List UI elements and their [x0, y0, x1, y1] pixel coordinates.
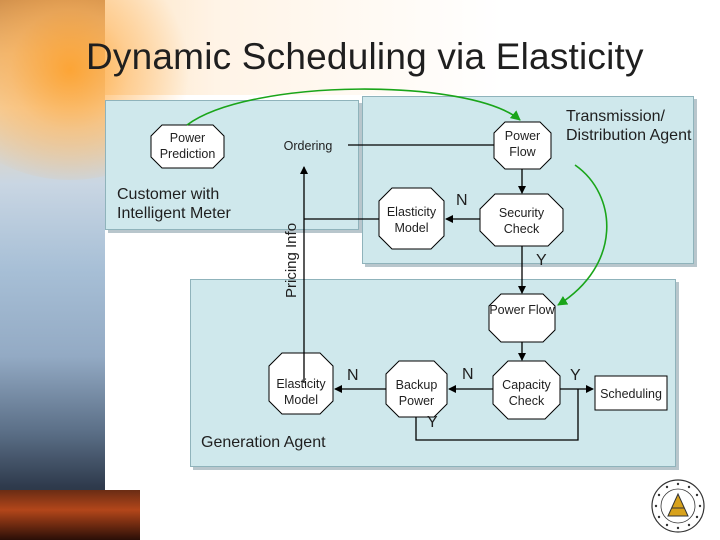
customer-agent-label: Customer with Intelligent Meter	[117, 186, 231, 222]
generation-agent-label: Generation Agent	[201, 434, 326, 451]
decision-n-elasticity: N	[347, 367, 359, 384]
elasticity-model-top-label: Elasticity Model	[386, 205, 437, 235]
decision-y-backup: Y	[427, 414, 438, 431]
decorative-photo-strip	[0, 0, 200, 540]
slide-title: Dynamic Scheduling via Elasticity	[86, 36, 644, 77]
decision-n-backup: N	[462, 366, 474, 383]
seal-emblem	[667, 492, 689, 517]
security-check-label: Security Check	[498, 206, 545, 236]
power-prediction-shape	[150, 124, 225, 169]
ordering-label: Ordering	[283, 139, 333, 153]
capacity-check-shape	[492, 360, 561, 420]
elasticity-model-bottom-shape	[268, 352, 334, 415]
power-flow-bottom-shape	[488, 293, 556, 343]
pricing-info-label: Pricing Info	[283, 222, 300, 298]
decision-n-top: N	[456, 192, 468, 209]
decision-y-security: Y	[536, 252, 547, 269]
transmission-agent-label: Transmission/ Distribution Agent	[566, 108, 692, 144]
security-check-shape	[479, 193, 564, 247]
elasticity-model-bottom-label: Elasticity Model	[276, 377, 326, 407]
elasticity-model-top-shape	[378, 187, 445, 250]
customer-panel	[105, 100, 359, 230]
backup-power-label: Backup Power	[395, 378, 438, 408]
power-prediction-label: Power Prediction	[159, 131, 216, 161]
capacity-check-label: Capacity Check	[502, 378, 551, 408]
seal-ring-marks	[654, 482, 702, 530]
power-flow-bottom-label: Power Flow	[489, 303, 555, 317]
green-arrow-prediction-to-flow	[186, 88, 521, 126]
decision-y-capacity: Y	[570, 367, 581, 384]
green-arrow-agent-to-flow	[557, 164, 608, 306]
power-flow-top-label: Power Flow	[504, 129, 541, 159]
backup-power-shape	[385, 360, 448, 418]
connector-backup-yes-loop	[415, 389, 579, 441]
scheduling-label: Scheduling	[600, 387, 662, 401]
scheduling-shape	[594, 375, 668, 411]
university-seal-logo	[651, 479, 705, 533]
sunset-image	[0, 490, 140, 540]
power-flow-top-shape	[493, 121, 552, 170]
